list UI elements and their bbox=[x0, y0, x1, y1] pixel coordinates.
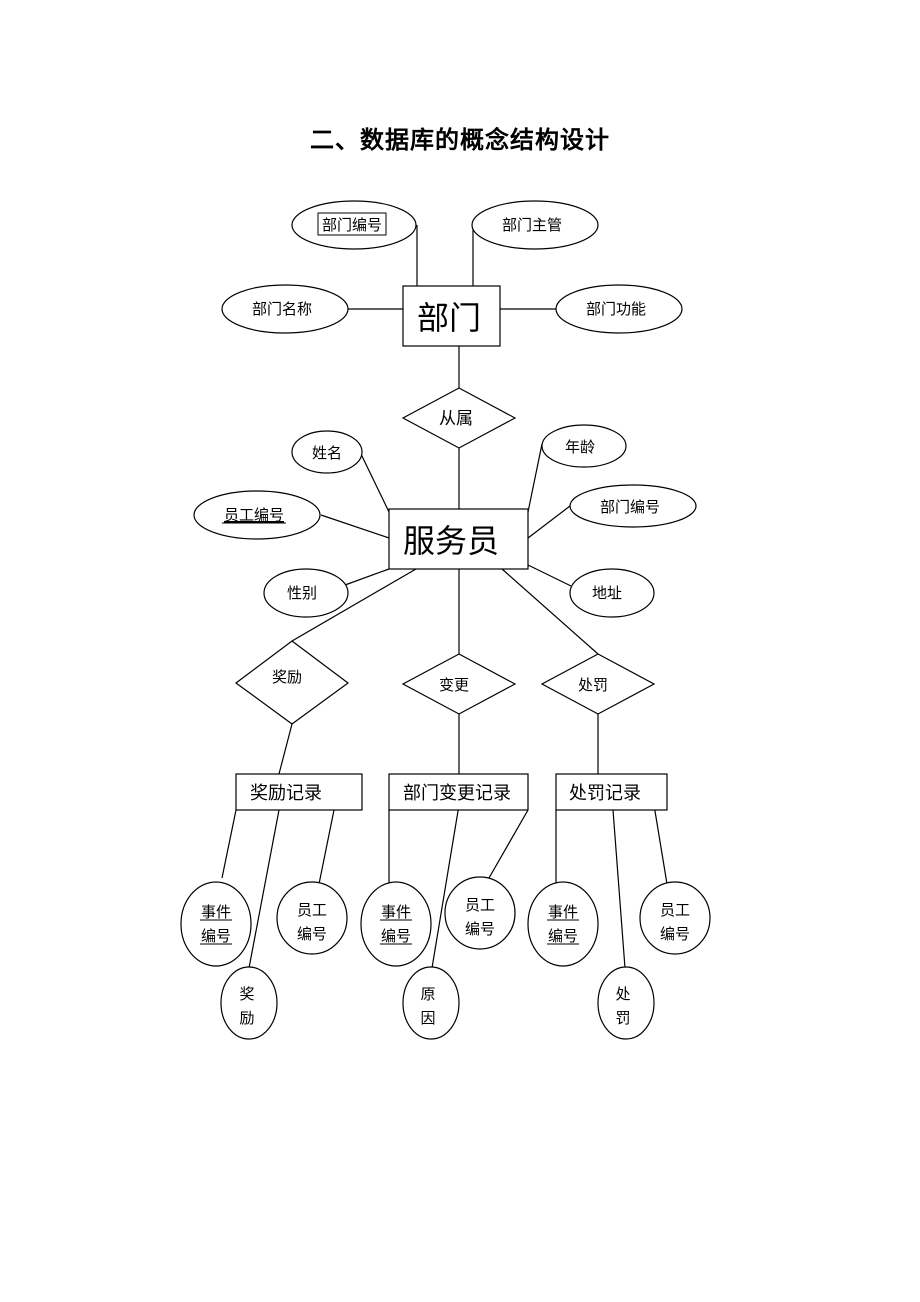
rel-change-diamond bbox=[401, 653, 517, 715]
attr-rw-staff-line1: 员工 bbox=[297, 901, 327, 919]
edge-rw-staff bbox=[318, 809, 335, 885]
edge-staff-dept-id bbox=[527, 505, 571, 539]
attr-staff-name: 姓名 bbox=[312, 444, 342, 462]
rel-reward-diamond bbox=[234, 640, 350, 725]
attr-staff-age: 年龄 bbox=[565, 438, 595, 456]
entity-reward-record-box bbox=[235, 773, 363, 811]
staff-group: 姓名 年龄 员工编号 部门编号 性别 地址 服务员 bbox=[193, 424, 697, 618]
rel-belongs-diamond bbox=[401, 387, 517, 449]
attr-pn-staff-line1: 员工 bbox=[660, 901, 690, 919]
entity-dept: 部门 bbox=[417, 299, 481, 337]
dept-group: 部门编号 部门主管 部门名称 部门功能 部门 bbox=[221, 200, 683, 347]
entity-staff: 服务员 bbox=[403, 522, 499, 560]
edge-rw-event bbox=[221, 809, 237, 879]
attr-rw-staff-line2: 编号 bbox=[297, 925, 327, 943]
rel-change: 变更 bbox=[439, 676, 469, 694]
edge-staff-age bbox=[527, 443, 543, 513]
edge-ch-staff bbox=[488, 809, 529, 879]
entity-punish-record-box bbox=[555, 773, 668, 811]
attr-rw-reward-ellipse bbox=[220, 966, 278, 1040]
attr-dept-id-box bbox=[317, 212, 387, 236]
attr-staff-gender-ellipse bbox=[263, 568, 349, 618]
attr-dept-manager-ellipse bbox=[471, 200, 599, 250]
attr-staff-name-ellipse bbox=[291, 430, 363, 474]
attr-pn-staff-ellipse bbox=[639, 881, 711, 955]
rel-punish-group: 处罚 bbox=[540, 653, 656, 715]
attr-pn-event-line1: 事件 bbox=[548, 903, 578, 921]
entity-staff-box bbox=[388, 508, 529, 570]
attr-rw-event-line2: 编号 bbox=[201, 927, 231, 945]
attr-pn-event-line2: 编号 bbox=[548, 927, 578, 945]
attr-staff-dept-id: 部门编号 bbox=[600, 498, 660, 516]
attr-ch-staff-line2: 编号 bbox=[465, 920, 495, 938]
entity-punish-record: 处罚记录 bbox=[569, 783, 641, 804]
attr-staff-gender: 性别 bbox=[287, 584, 317, 602]
attr-staff-address: 地址 bbox=[592, 584, 622, 602]
edge-staff-address bbox=[527, 564, 572, 587]
attr-staff-id: 员工编号 bbox=[224, 506, 284, 524]
punish-record-attrs: 事件 编号 员工 编号 处 罚 bbox=[527, 881, 711, 1040]
rel-reward-group: 奖励 bbox=[234, 640, 350, 725]
attr-staff-dept-id-ellipse bbox=[569, 484, 697, 528]
entity-dept-box bbox=[402, 285, 501, 347]
change-record-attrs: 事件 编号 员工 编号 原 因 bbox=[360, 876, 516, 1040]
rel-change-group: 变更 bbox=[401, 653, 517, 715]
edge-pn-staff bbox=[653, 804, 668, 885]
attr-staff-address-ellipse bbox=[569, 568, 655, 618]
connector-lines bbox=[221, 225, 668, 969]
attr-ch-event-ellipse bbox=[360, 881, 432, 967]
attr-ch-reason-ellipse bbox=[402, 966, 460, 1040]
entity-change-record: 部门变更记录 bbox=[403, 783, 511, 804]
entity-change-record-box bbox=[388, 773, 529, 811]
attr-dept-name: 部门名称 bbox=[252, 300, 312, 318]
attr-ch-staff-line1: 员工 bbox=[465, 896, 495, 914]
rel-belongs: 从属 bbox=[439, 409, 473, 429]
page-title: 二、数据库的概念结构设计 bbox=[310, 125, 610, 154]
attr-pn-staff-line2: 编号 bbox=[660, 925, 690, 943]
attr-rw-event-ellipse bbox=[180, 881, 252, 967]
edge-staff-gender bbox=[344, 568, 390, 586]
attr-staff-age-ellipse bbox=[541, 424, 627, 468]
attr-ch-event-line1: 事件 bbox=[381, 903, 411, 921]
attr-dept-manager: 部门主管 bbox=[502, 216, 562, 234]
rel-belongs-group: 从属 bbox=[401, 387, 517, 449]
edge-pn-punish bbox=[612, 809, 626, 969]
attr-dept-id: 部门编号 bbox=[322, 216, 382, 234]
edge-staff-name bbox=[360, 453, 390, 513]
attr-rw-event-line1: 事件 bbox=[201, 903, 231, 921]
edge-staff-id bbox=[320, 514, 390, 539]
reward-record-attrs: 事件 编号 员工 编号 奖 励 bbox=[180, 881, 348, 1040]
attr-pn-punish-line2: 罚 bbox=[615, 1009, 630, 1027]
attr-pn-punish-line1: 处 bbox=[615, 985, 630, 1003]
attr-pn-punish-ellipse bbox=[597, 966, 655, 1040]
edge-staff-reward bbox=[291, 568, 417, 642]
attr-dept-function-ellipse bbox=[555, 284, 683, 334]
attr-ch-event-line2: 编号 bbox=[381, 927, 411, 945]
edge-ch-reason bbox=[431, 804, 460, 969]
attr-rw-reward-line1: 奖 bbox=[239, 985, 254, 1003]
attr-ch-staff-ellipse bbox=[444, 876, 516, 950]
records-group: 奖励记录 部门变更记录 处罚记录 bbox=[235, 773, 668, 811]
attr-pn-event-ellipse bbox=[527, 881, 599, 967]
attr-rw-reward-line2: 励 bbox=[239, 1009, 254, 1027]
entity-reward-record: 奖励记录 bbox=[250, 783, 322, 804]
rel-reward: 奖励 bbox=[272, 668, 302, 686]
edge-rw-reward bbox=[248, 809, 280, 969]
edge-staff-punish bbox=[501, 568, 599, 655]
rel-punish-diamond bbox=[540, 653, 656, 715]
attr-ch-reason-line2: 因 bbox=[420, 1009, 435, 1027]
attr-staff-id-ellipse bbox=[193, 490, 321, 540]
attr-rw-staff-ellipse bbox=[276, 881, 348, 955]
attr-dept-function: 部门功能 bbox=[586, 300, 646, 318]
rel-punish: 处罚 bbox=[578, 676, 608, 694]
attr-dept-name-ellipse bbox=[221, 284, 349, 334]
attr-ch-reason-line1: 原 bbox=[420, 985, 435, 1003]
edge-reward-record bbox=[278, 723, 293, 775]
